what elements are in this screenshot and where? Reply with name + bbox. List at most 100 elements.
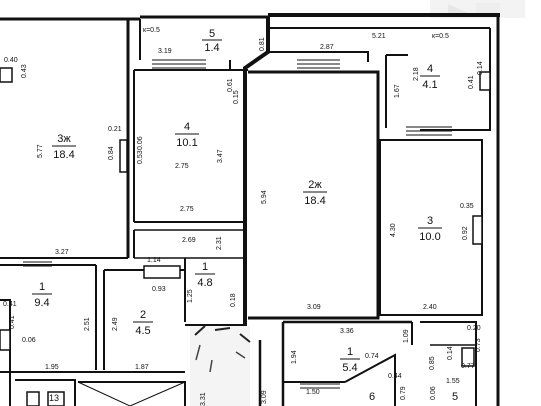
dim-label: 0.20 — [467, 325, 481, 332]
dim-label: 2.69 — [182, 237, 196, 244]
dim-label: 2.51 — [84, 317, 91, 331]
dim-label: 3.09 — [307, 304, 321, 311]
dim-label: 4.30 — [390, 223, 397, 237]
windows — [23, 59, 452, 389]
room-number: 4 — [184, 121, 190, 133]
dim-label: 1 — [49, 393, 54, 403]
room-area: 4.5 — [135, 325, 150, 337]
dim-label: 1.87 — [135, 364, 149, 371]
dimension-labels-vertical: 0.43 5.77 0.84 0.06 0.53 0.81 0.61 0.15 … — [9, 37, 484, 406]
room-6-bottom: 6 — [369, 391, 375, 403]
dim-label: 5.94 — [261, 190, 268, 204]
stair-shaded-area — [190, 325, 251, 406]
room-area: 10.0 — [419, 231, 440, 243]
room-number: 3ж — [57, 133, 71, 145]
dim-label: 2.40 — [423, 304, 437, 311]
dim-label: 3.31 — [200, 392, 207, 406]
dim-label: 3 — [54, 393, 59, 403]
room-3zh: 3ж 18.4 — [52, 133, 76, 161]
dim-label: 0.41 — [9, 315, 16, 329]
dim-label: 0.14 — [447, 346, 454, 360]
room-4-left: 4 10.1 — [175, 121, 199, 149]
room-number: 2 — [140, 309, 146, 321]
room-area: 10.1 — [176, 137, 197, 149]
dim-label: 0.61 — [227, 78, 234, 92]
dim-label: 2.75 — [175, 163, 189, 170]
dim-label: 0.85 — [429, 356, 436, 370]
room-5-top: 5 1.4 — [202, 28, 222, 54]
room-number: 5 — [452, 391, 458, 403]
dim-label: к=0.5 — [432, 33, 449, 40]
dim-label: 3.27 — [55, 249, 69, 256]
dim-label: 1.95 — [45, 364, 59, 371]
room-number: 3 — [427, 215, 433, 227]
walls — [0, 13, 500, 406]
dim-label: 0.40 — [4, 57, 18, 64]
dim-label: 2.87 — [320, 44, 334, 51]
room-number: 1 — [202, 261, 208, 273]
dim-label: 0.43 — [21, 64, 28, 78]
dim-label: 0.06 — [137, 136, 144, 150]
dim-label: 0.41 — [468, 75, 475, 89]
dim-label: 3.09 — [261, 390, 268, 404]
dim-label: 3.19 — [158, 48, 172, 55]
room-5-bottom: 5 — [452, 391, 458, 403]
dim-label: 0.18 — [230, 293, 237, 307]
room-area: 18.4 — [304, 195, 325, 207]
room-area: 4.1 — [422, 79, 437, 91]
room-number: 1 — [347, 346, 353, 358]
dim-label: 1.94 — [291, 350, 298, 364]
dim-label: 3.36 — [340, 328, 354, 335]
dim-label: 2.75 — [180, 206, 194, 213]
room-1-left: 1 9.4 — [32, 281, 52, 309]
dim-label: 0.81 — [259, 37, 266, 51]
dim-label: 2.31 — [216, 236, 223, 250]
dim-label: 0.74 — [365, 353, 379, 360]
dim-label: 0.53 — [137, 150, 144, 164]
dim-label: 1.50 — [306, 389, 320, 396]
room-3-right: 3 10.0 — [418, 215, 442, 243]
dim-label: 0.73 — [475, 338, 482, 352]
dim-label: 0.41 — [3, 301, 17, 308]
room-area: 9.4 — [34, 297, 49, 309]
room-number: 5 — [209, 28, 215, 40]
room-4-right: 4 4.1 — [420, 63, 440, 91]
dim-label: 0.14 — [477, 61, 484, 75]
dim-label: 0.44 — [388, 373, 402, 380]
dim-label: 1.09 — [403, 329, 410, 343]
fixtures — [0, 67, 491, 406]
dim-label: 0.35 — [460, 203, 474, 210]
dim-label: 0.77 — [461, 363, 475, 370]
dim-label: 5.21 — [372, 33, 386, 40]
room-number: 6 — [369, 391, 375, 403]
room-2zh: 2ж 18.4 — [303, 179, 327, 207]
dim-label: 1.14 — [147, 257, 161, 264]
room-labels: 3ж 18.4 5 1.4 4 10.1 2ж 18.4 4 4.1 3 10.… — [32, 28, 458, 403]
dim-label: 0.93 — [152, 286, 166, 293]
room-area: 5.4 — [342, 362, 357, 374]
room-area: 4.8 — [197, 277, 212, 289]
dim-label: 0.79 — [400, 386, 407, 400]
dim-label: 2.49 — [112, 317, 119, 331]
room-1-small: 1 4.8 — [195, 261, 215, 289]
dim-label: 0.15 — [233, 90, 240, 104]
room-area: 18.4 — [53, 149, 74, 161]
dim-label: 0.06 — [22, 337, 36, 344]
dim-label: 0.92 — [462, 226, 469, 240]
dimension-labels: 0.40 3.27 0.21 к=0.5 3.19 2.75 2.75 2.87… — [3, 27, 481, 403]
dim-label: 1.25 — [187, 289, 194, 303]
room-number: 2ж — [308, 179, 322, 191]
room-number: 1 — [39, 281, 45, 293]
room-number: 4 — [427, 63, 433, 75]
dim-label: 1.55 — [446, 378, 460, 385]
room-area: 1.4 — [204, 42, 219, 54]
dim-label: 5.77 — [37, 144, 44, 158]
dim-label: 0.21 — [108, 126, 122, 133]
dim-label: 2.18 — [413, 67, 420, 81]
dim-label: 1.67 — [394, 84, 401, 98]
dim-label: 0.06 — [430, 386, 437, 400]
dim-label: 0.84 — [108, 146, 115, 160]
dim-label: 3.47 — [217, 149, 224, 163]
dim-label: к=0.5 — [143, 27, 160, 34]
